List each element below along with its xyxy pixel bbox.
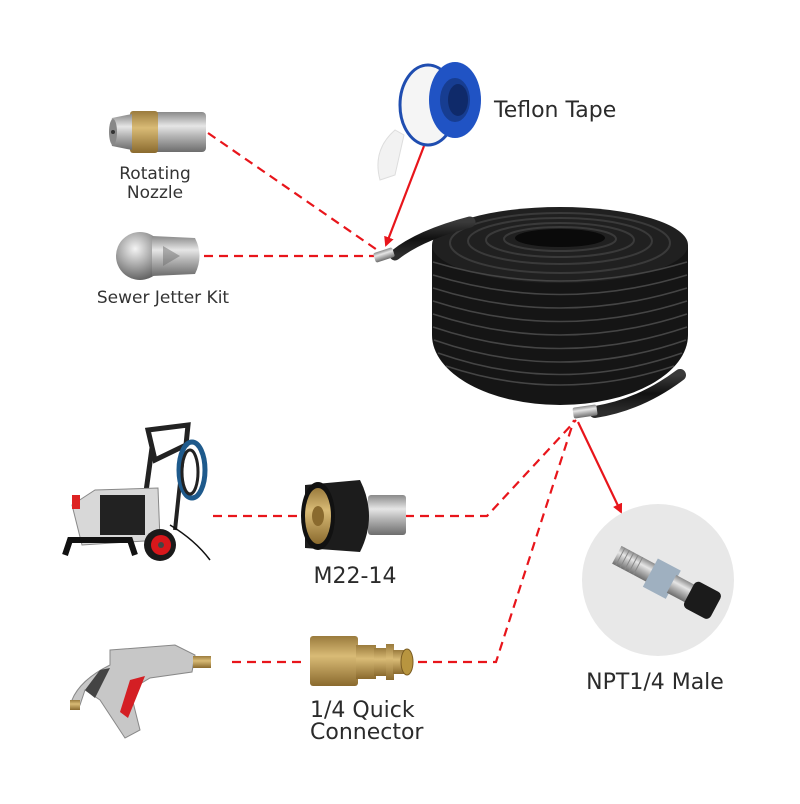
hose-coil-image	[373, 207, 688, 419]
m22-14-image	[301, 480, 406, 552]
hose-bottom-end-fitting	[572, 404, 598, 419]
label-teflon-tape: Teflon Tape	[494, 98, 617, 123]
spray-gun-image	[70, 644, 211, 739]
teflon-tape-image	[377, 62, 481, 181]
label-sewer-jetter-kit: Sewer Jetter Kit	[96, 288, 230, 308]
label-npt-male: NPT1/4 Male	[586, 670, 724, 695]
label-rotating-nozzle-line2: Nozzle	[126, 183, 184, 203]
label-quick-connector: 1/4 Quick Connector	[310, 700, 450, 744]
line-m22-14	[405, 419, 577, 518]
arrow-teflon-tape	[384, 145, 426, 247]
line-quick-connector	[418, 419, 576, 664]
label-m22-14: M22-14	[313, 564, 397, 589]
label-rotating-nozzle: Rotating Nozzle	[100, 166, 210, 202]
label-quick-connector-line1: 1/4 Quick	[310, 698, 415, 723]
sewer-jetter-kit-image	[116, 232, 200, 280]
quick-connector-image	[310, 636, 414, 686]
pressure-washer-image	[62, 422, 211, 561]
hose-top-end-fitting	[373, 247, 395, 263]
label-rotating-nozzle-line1: Rotating	[119, 164, 191, 184]
rotating-nozzle-image	[109, 111, 206, 153]
label-quick-connector-line2: Connector	[310, 720, 424, 745]
arrow-npt-male	[577, 421, 623, 514]
connection-lines	[204, 132, 623, 664]
line-rotating-nozzle	[207, 132, 384, 255]
npt-male-image	[582, 504, 734, 656]
